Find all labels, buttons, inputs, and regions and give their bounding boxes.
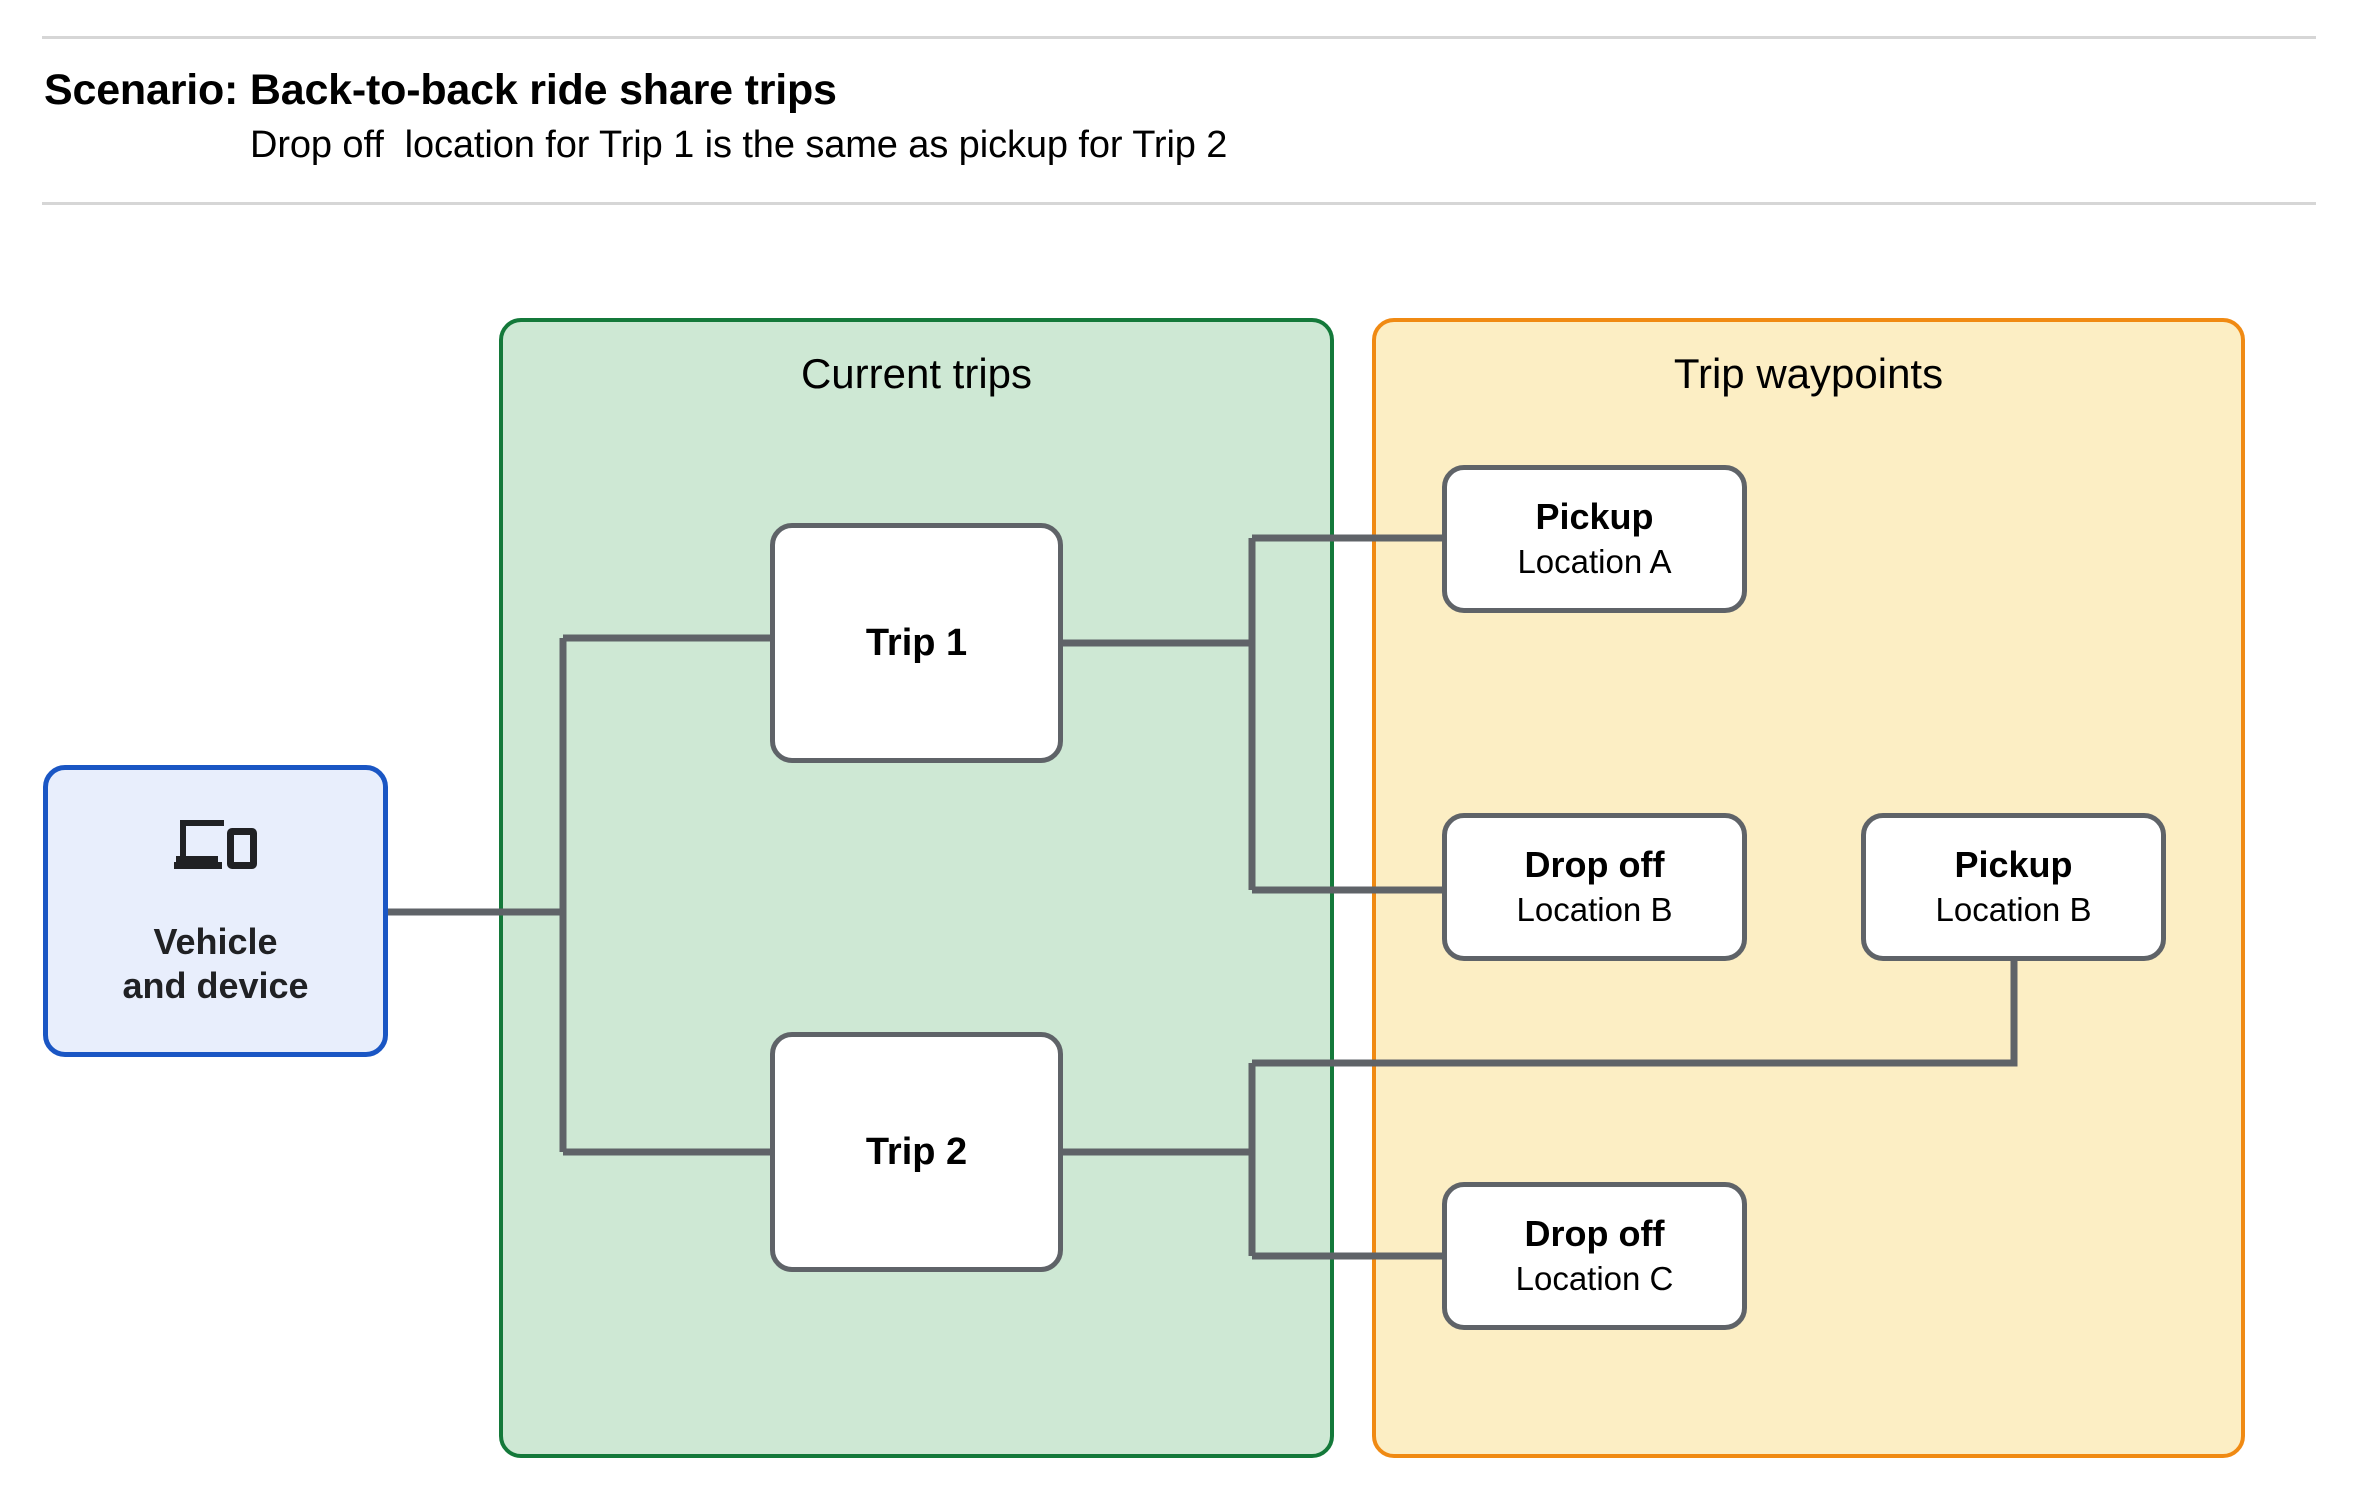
page-title: Scenario: Back-to-back ride share trips (44, 66, 837, 114)
waypoint-dropoff-c-node[interactable]: Drop off Location C (1442, 1182, 1747, 1330)
vehicle-and-device-node[interactable]: Vehicle and device (43, 765, 388, 1057)
edge-trip-2-to-pickup-b (1252, 961, 2018, 1067)
header-band: Scenario: Back-to-back ride share trips … (0, 0, 2357, 206)
devices-icon (173, 820, 257, 870)
header-divider-bottom (42, 202, 2316, 205)
group-trip-waypoints-title: Trip waypoints (1673, 350, 1944, 397)
waypoint-dropoff-c-location: Location C (1515, 1260, 1674, 1298)
waypoint-pickup-b-node[interactable]: Pickup Location B (1861, 813, 2166, 961)
group-current-trips-title: Current trips (800, 350, 1033, 397)
page-subtitle: Drop off location for Trip 1 is the same… (250, 124, 1228, 166)
vehicle-and-device-label: Vehicle and device (122, 921, 309, 1006)
trip-2-node[interactable]: Trip 2 (770, 1032, 1063, 1272)
header-divider-top (42, 36, 2316, 39)
trip-2-label: Trip 2 (865, 1130, 968, 1173)
waypoint-dropoff-c-title: Drop off (1524, 1212, 1665, 1254)
trip-1-node[interactable]: Trip 1 (770, 523, 1063, 763)
waypoint-pickup-b-location: Location B (1935, 891, 2092, 929)
waypoint-pickup-b-title: Pickup (1954, 843, 2073, 885)
waypoint-dropoff-b-title: Drop off (1524, 843, 1665, 885)
waypoint-dropoff-b-node[interactable]: Drop off Location B (1442, 813, 1747, 961)
waypoint-pickup-a-location: Location A (1517, 543, 1672, 581)
waypoint-pickup-a-title: Pickup (1535, 495, 1654, 537)
trip-1-label: Trip 1 (865, 621, 968, 664)
waypoint-dropoff-b-location: Location B (1516, 891, 1673, 929)
waypoint-pickup-a-node[interactable]: Pickup Location A (1442, 465, 1747, 613)
